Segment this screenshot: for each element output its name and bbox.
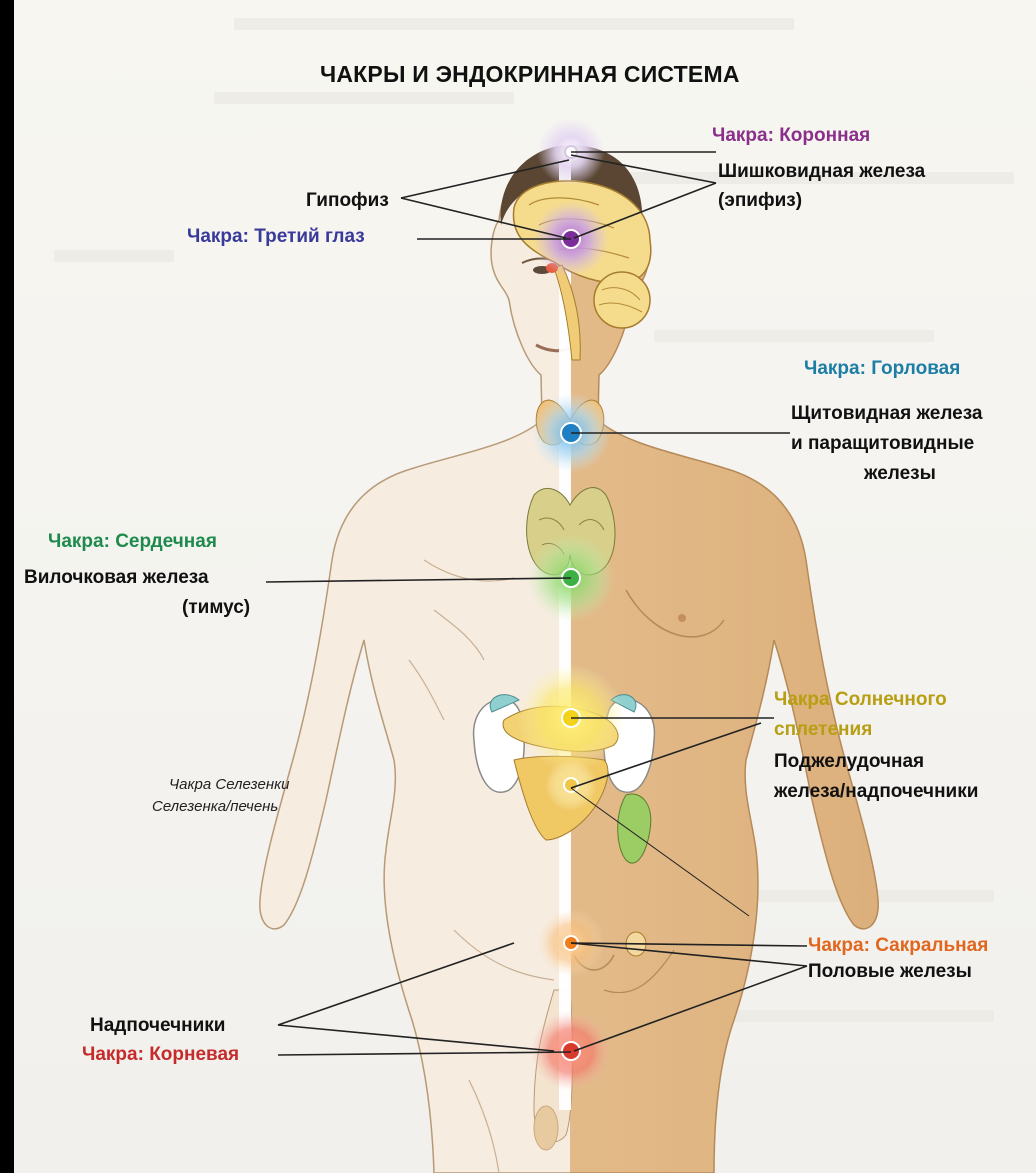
crown-chakra-label: Чакра: Коронная	[712, 124, 870, 148]
throat-chakra-label: Чакра: Горловая	[804, 357, 960, 381]
spleen-chakra-dot	[564, 778, 578, 792]
page-title: ЧАКРЫ И ЭНДОКРИННАЯ СИСТЕМА	[320, 60, 740, 89]
adrenals-label: Надпочечники	[90, 1014, 225, 1038]
solar-chakra-label-line2: сплетения	[774, 718, 872, 742]
spleen-liver-label: Селезенка/печень	[152, 798, 278, 817]
root-chakra-dot	[562, 1042, 580, 1060]
thyroid-label-line1: Щитовидная железа	[791, 402, 982, 426]
thyroid-label-line2: и паращитовидные	[791, 432, 974, 456]
thymus-label-line2: (тимус)	[182, 596, 250, 620]
solar-chakra-label-line1: Чакра Солнечного	[774, 688, 947, 712]
pancreas-label-line1: Поджелудочная	[774, 750, 924, 774]
pancreas-label-line2: железа/надпочечники	[774, 780, 978, 804]
gonads-label: Половые железы	[808, 960, 972, 984]
heart-chakra-label: Чакра: Сердечная	[48, 530, 217, 554]
pituitary-label: Гипофиз	[306, 189, 389, 213]
sacral-chakra-label: Чакра: Сакральная	[808, 934, 988, 958]
third-eye-chakra-label: Чакра: Третий глаз	[187, 225, 365, 249]
thyroid-label-line3: железы	[864, 462, 936, 486]
pineal-label-line1: Шишковидная железа	[718, 160, 925, 184]
thymus-label-line1: Вилочковая железа	[24, 566, 209, 590]
root-chakra-label: Чакра: Корневая	[82, 1043, 239, 1067]
page: ЧАКРЫ И ЭНДОКРИННАЯ СИСТЕМА Чакра: Корон…	[14, 0, 1036, 1173]
spleen-chakra-label: Чакра Селезенки	[169, 776, 290, 795]
pineal-label-line2: (эпифиз)	[718, 189, 802, 213]
